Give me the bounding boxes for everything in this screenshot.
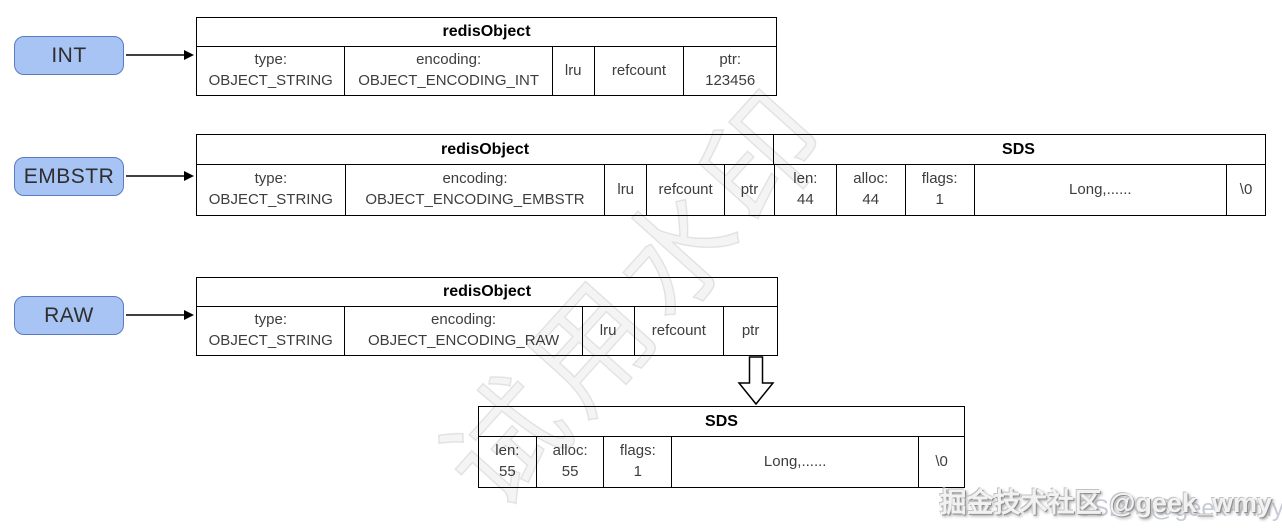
cell-refcount: refcount (647, 165, 726, 215)
cell-flags: flags: 1 (604, 437, 673, 487)
cell-encoding: encoding: OBJECT_ENCODING_RAW (345, 307, 583, 355)
csdn-watermark: CSDN @geek-wmy (1075, 495, 1282, 522)
table-header-redisobject: redisObject (442, 23, 531, 40)
cell-null-terminator: \0 (935, 452, 948, 470)
cell-type: type: OBJECT_STRING (197, 307, 346, 355)
table-header-redisobject: redisObject (197, 135, 774, 164)
label-embstr-text: EMBSTR (23, 164, 115, 188)
cell-len: len: 55 (479, 437, 537, 487)
juejin-community-watermark: 掘金技术社区 @geek_wmy (939, 488, 1272, 518)
redisobject-table-raw: redisObject type: OBJECT_STRING encoding… (196, 277, 778, 356)
redisobject-table-int: redisObject type: OBJECT_STRING encoding… (196, 17, 777, 96)
cell-flags: flags: 1 (906, 165, 975, 215)
label-box-int: INT (14, 36, 124, 75)
table-header-sds: SDS (705, 412, 738, 430)
arrow-int-to-table-icon (126, 50, 194, 60)
cell-ptr: ptr: 123456 (705, 51, 756, 89)
arrow-raw-to-table-icon (126, 310, 194, 320)
cell-ptr: ptr (725, 165, 775, 215)
cell-alloc: alloc: 44 (837, 165, 906, 215)
cell-encoding: encoding: OBJECT_ENCODING_EMBSTR (346, 165, 606, 215)
cell-lru: lru (583, 307, 635, 355)
cell-encoding: encoding: OBJECT_ENCODING_INT (345, 47, 553, 95)
cell-refcount: refcount (595, 47, 685, 95)
redisobject-sds-table-embstr: redisObject SDS type: OBJECT_STRING enco… (196, 134, 1266, 216)
cell-refcount: refcount (635, 307, 725, 355)
cell-lru: lru (553, 47, 595, 95)
cell-len: len: 44 (775, 165, 837, 215)
arrow-ptr-to-sds-icon (737, 356, 775, 406)
label-box-raw: RAW (14, 296, 124, 335)
cell-type: type: OBJECT_STRING (197, 47, 346, 95)
cell-string-content: Long,...... (672, 437, 920, 487)
cell-ptr: ptr (741, 321, 760, 339)
cell-lru: lru (605, 165, 648, 215)
table-header-sds: SDS (1002, 140, 1035, 158)
label-int-text: INT (51, 43, 87, 67)
table-header-redisobject: redisObject (442, 283, 532, 300)
cell-type: type: OBJECT_STRING (197, 165, 346, 215)
cell-null-terminator: \0 (1239, 180, 1253, 198)
cell-alloc: alloc: 55 (537, 437, 605, 487)
cell-string-content: Long,...... (975, 165, 1228, 215)
sds-table-raw: SDS len: 55 alloc: 55 flags: 1 Long,....… (478, 406, 965, 488)
arrow-embstr-to-table-icon (126, 171, 194, 181)
label-raw-text: RAW (44, 303, 94, 327)
label-box-embstr: EMBSTR (14, 157, 124, 196)
